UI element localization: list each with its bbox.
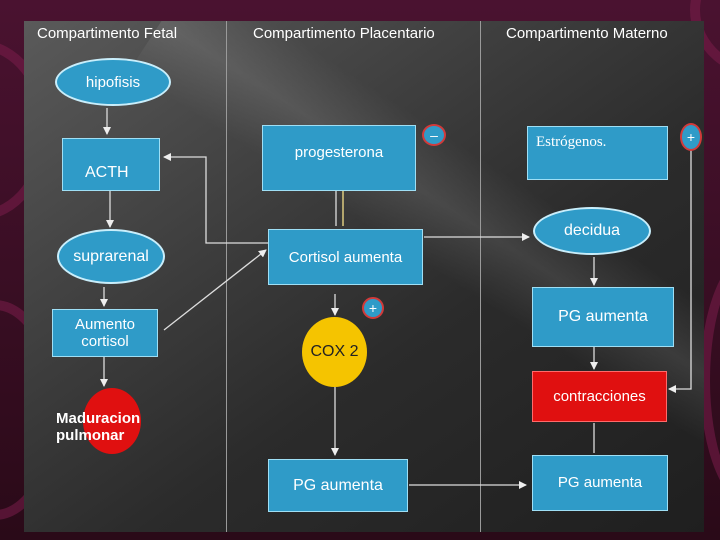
node-decidua: decidua [533,207,651,255]
flow-arrows [100,108,692,489]
column-header-maternal: Compartimento Materno [506,25,668,42]
arrow-cortisol-aumenta-to-acth [163,153,268,244]
diagram-panel: Compartimento Fetal Compartimento Placen… [24,21,704,532]
node-aumento-cortisol: Aumento cortisol [52,309,158,357]
column-header-fetal: Compartimento Fetal [37,25,178,42]
node-acth: ACTH [62,138,160,191]
stimulation-plus-badge-estrogenos: + [680,123,702,151]
arrow-aumento-to-cortisol-aumenta [163,249,267,331]
node-maduracion-pulmonar [83,388,141,454]
column-header-placental: Compartimento Placentario [253,25,435,42]
inhibition-minus-badge: – [422,124,446,146]
label-estrogenos: Estrógenos. [536,134,607,150]
stimulation-plus-badge-cox2: + [362,297,384,319]
node-pg-aumenta-maternal: PG aumenta [532,287,674,347]
label-maduracion-pulmonar: Maduracion pulmonar [56,410,141,444]
node-progesterona: progesterona [262,125,416,191]
arrow-estrogenos-to-contracciones [668,142,692,393]
column-divider [226,21,227,532]
node-suprarenal: suprarenal [57,229,165,284]
node-estrogenos: Estrógenos. [527,126,668,180]
node-hipofisis: hipofisis [55,58,171,106]
node-cortisol-aumenta: Cortisol aumenta [268,229,423,285]
node-contracciones: contracciones [532,371,667,422]
node-pg-aumenta-bottom: PG aumenta [532,455,668,511]
node-pg-aumenta-placental: PG aumenta [268,459,408,512]
node-cox2: COX 2 [302,317,367,387]
column-divider [480,21,481,532]
